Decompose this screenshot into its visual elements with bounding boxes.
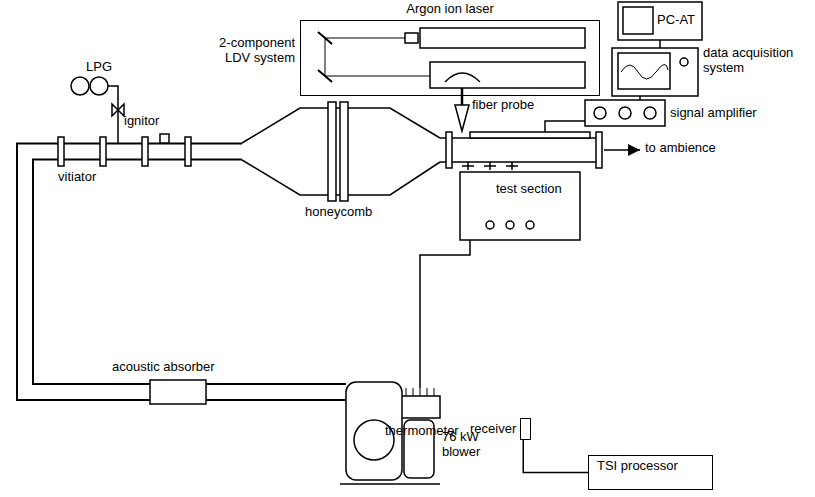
test-duct [440, 138, 602, 162]
node-text: TSI processor [597, 459, 704, 474]
port [506, 221, 514, 229]
return-duct [25, 152, 346, 393]
processor-box: TSI processor [588, 455, 713, 490]
fiber [461, 88, 464, 105]
data-acquisition-unit [612, 48, 698, 96]
laser-head [405, 33, 418, 43]
signal-cable [523, 440, 588, 473]
pc-screen [623, 7, 653, 34]
flange [185, 137, 191, 166]
knob [680, 58, 688, 66]
valve-symbol [112, 104, 124, 116]
part-label: to ambience [645, 141, 716, 156]
part-label: data acquisition system [703, 46, 811, 76]
laser-box: Argon ion laser [300, 20, 600, 96]
optics-lens [445, 73, 480, 82]
knob [644, 107, 656, 119]
thermometer-leads [406, 388, 434, 396]
lpg-bottle [71, 77, 89, 95]
part-label: 2-component LDV system [195, 36, 295, 66]
base [340, 483, 440, 485]
waveform [621, 64, 668, 79]
pc-monitor [618, 2, 702, 40]
signal-amplifier-unit [585, 100, 665, 126]
thermometer-unit [400, 396, 440, 418]
laser-beam [325, 38, 430, 76]
scope-screen [618, 53, 670, 89]
part-label: vitiator [58, 170, 96, 185]
laser-tube [420, 28, 585, 48]
flange [446, 132, 452, 168]
return-duct-inner [25, 152, 346, 393]
part-label: signal amplifier [670, 106, 757, 121]
test-section-box [460, 172, 580, 240]
port [486, 221, 494, 229]
part-label: ignitor [124, 114, 159, 129]
part-label: PC-AT [657, 13, 695, 28]
honeycomb-flange [340, 102, 348, 201]
knob [619, 107, 631, 119]
exit-arrow [604, 149, 640, 151]
part-label: fiber probe [472, 98, 534, 113]
flange [100, 137, 106, 166]
mirror [318, 32, 332, 82]
flange [142, 137, 148, 166]
flange [596, 132, 602, 168]
fiber-probe-head [455, 105, 469, 131]
part-label: honeycomb [305, 205, 372, 220]
receiver-symbol [520, 418, 531, 440]
thermocouple-ports [462, 162, 518, 170]
part-label: LPG [86, 60, 112, 75]
part-label: acoustic absorber [112, 360, 215, 375]
beam-optics [430, 62, 585, 88]
acoustic-absorber-unit [150, 380, 206, 404]
thermocouple-wire [420, 240, 470, 388]
node-text: Argon ion laser [301, 2, 599, 17]
lpg-bottle [90, 77, 108, 95]
honeycomb-flange [328, 102, 336, 201]
node-text: receiver [470, 422, 516, 437]
knob [594, 107, 606, 119]
receiver: receiver [470, 418, 531, 440]
top-plate [470, 132, 590, 138]
cable [659, 40, 661, 48]
ignitor-symbol [160, 134, 169, 143]
port [526, 221, 534, 229]
flange [58, 137, 64, 166]
part-label: test section [496, 182, 562, 197]
signal-wire [545, 121, 585, 132]
